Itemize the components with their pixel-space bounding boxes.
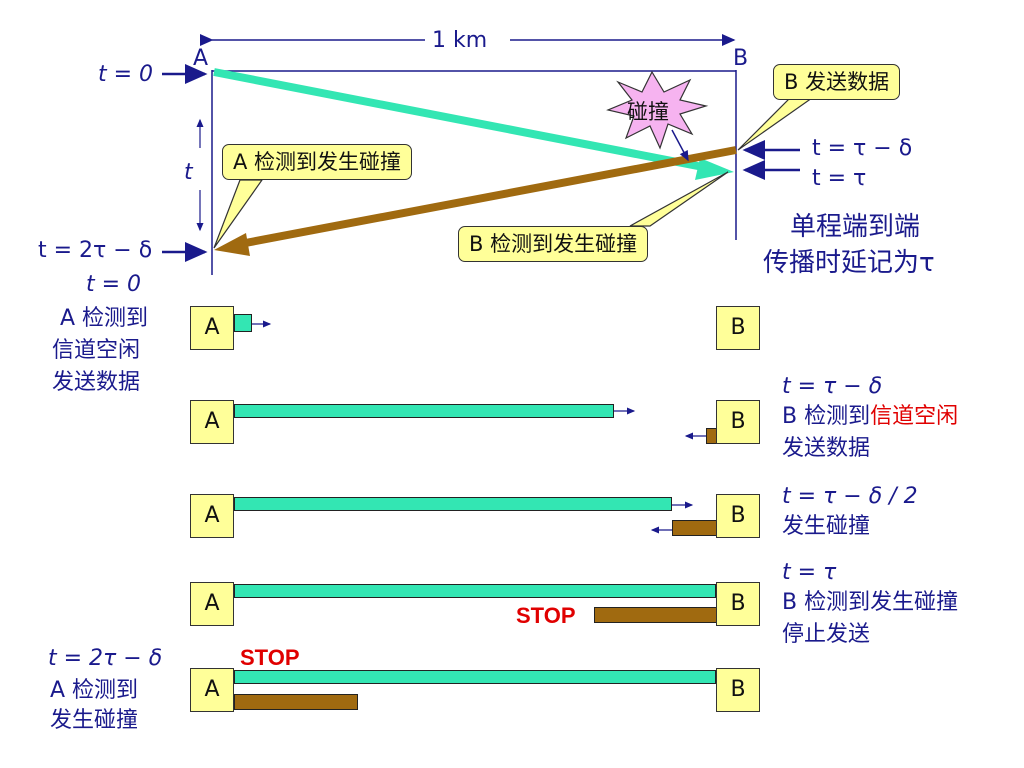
row4-node-b: B — [716, 582, 760, 626]
callout-b-send-tail — [737, 97, 814, 151]
t0-label: t = 0 — [98, 62, 154, 87]
row1-line2: A 检测到 — [60, 306, 149, 331]
row2-node-a: A — [190, 400, 234, 444]
row5-stop-label: STOP — [240, 645, 300, 670]
note-line1: 单程端到端 — [790, 212, 921, 242]
callout-a-detect-tail — [213, 179, 264, 249]
row1-node-a: A — [190, 306, 234, 350]
signal-a-to-b — [213, 68, 709, 172]
row2-signal-a — [234, 404, 614, 418]
row1-line3: 信道空闲 — [52, 338, 141, 363]
row2-red-text: 信道空闲 — [870, 404, 959, 429]
row4-line2: B 检测到发生碰撞 — [782, 590, 959, 615]
row4-node-a: A — [190, 582, 234, 626]
station-b-label: B — [733, 46, 749, 71]
collision-star — [606, 70, 709, 150]
row1-t-label: t = 0 — [86, 272, 142, 297]
row4-stop-label: STOP — [516, 603, 576, 628]
row3-signal-a — [234, 497, 672, 511]
row5-t-label: t = 2τ − δ — [48, 646, 163, 671]
row3-signal-b — [672, 520, 718, 536]
row1-node-b: B — [716, 306, 760, 350]
callout-a-detect: A 检测到发生碰撞 — [222, 144, 413, 180]
row3-line2: 发生碰撞 — [782, 514, 871, 539]
row4-line3: 停止发送 — [782, 622, 871, 647]
row5-node-b: B — [716, 668, 760, 712]
row3-node-a: A — [190, 494, 234, 538]
row3-t-label: t = τ − δ / 2 — [782, 484, 918, 509]
row5-signal-a — [234, 670, 716, 684]
row4-signal-b — [594, 607, 718, 623]
signal-b-to-a-head — [214, 233, 250, 256]
row2-prefix: B 检测到 — [782, 404, 871, 429]
distance-label: 1 km — [432, 28, 488, 53]
callout-b-detect-tail — [629, 171, 729, 227]
note-line2: 传播时延记为τ — [763, 248, 935, 278]
signal-b-to-a — [239, 146, 737, 248]
collision-star-label: 碰撞 — [627, 100, 669, 124]
row5-line3: 发生碰撞 — [50, 708, 139, 733]
row2-node-b: B — [716, 400, 760, 444]
row1-signal-a — [234, 314, 252, 332]
row3-node-b: B — [716, 494, 760, 538]
row2-t-label: t = τ − δ — [782, 374, 883, 399]
row4-t-label: t = τ — [782, 560, 837, 585]
row2-line3: 发送数据 — [782, 436, 871, 461]
t-axis-label: t — [184, 160, 193, 185]
row5-line2: A 检测到 — [50, 678, 139, 703]
row2-line2: B 检测到信道空闲 — [782, 404, 958, 430]
row5-node-a: A — [190, 668, 234, 712]
ttau-label: t = τ — [812, 166, 867, 191]
ttau-delta-label: t = τ − δ — [812, 136, 913, 161]
row4-signal-a — [234, 584, 716, 598]
callout-b-detect: B 检测到发生碰撞 — [458, 226, 649, 262]
collision-pointer — [671, 129, 689, 162]
signal-a-to-b-head — [695, 158, 734, 180]
station-a-label: A — [193, 46, 209, 71]
callout-b-send: B 发送数据 — [773, 64, 901, 100]
row1-line4: 发送数据 — [52, 370, 141, 395]
row5-signal-b — [234, 694, 358, 710]
t2tau-delta-label: t = 2τ − δ — [38, 238, 153, 263]
